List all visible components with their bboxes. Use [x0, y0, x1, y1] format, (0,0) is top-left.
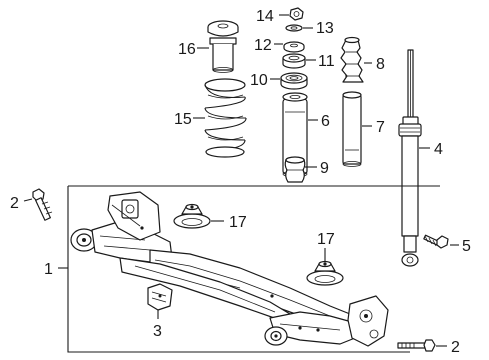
callout-1: 1 [44, 261, 53, 278]
part-2-bolt-right [397, 339, 436, 352]
part-13-washer [285, 24, 303, 32]
callout-4: 4 [434, 141, 443, 158]
callout-15: 15 [174, 111, 192, 128]
callout-6: 6 [321, 113, 330, 130]
callout-2b: 2 [451, 339, 460, 356]
part-16-spring-seat [207, 20, 239, 73]
part-8-bellows [340, 36, 364, 83]
part-3-bracket [147, 283, 173, 311]
callout-8: 8 [376, 56, 385, 73]
callout-2a: 2 [10, 195, 19, 212]
callout-9: 9 [320, 160, 329, 177]
part-7-dust-shield [342, 91, 362, 167]
part-4-shock-absorber [398, 49, 422, 267]
part-12-retainer [283, 41, 305, 53]
part-1-axle-assembly [70, 191, 389, 347]
part-15-coil-spring [204, 78, 247, 158]
callout-17b: 17 [317, 231, 335, 248]
callout-14: 14 [256, 8, 274, 25]
callout-3: 3 [153, 323, 162, 340]
part-14-nut [289, 7, 304, 21]
callout-11: 11 [318, 53, 335, 70]
callout-5: 5 [462, 238, 471, 255]
part-10-bearing [280, 72, 308, 90]
part-9-bump-stop [284, 156, 306, 183]
part-2-bolt-left [32, 188, 53, 221]
part-11-insulator [282, 53, 306, 69]
callout-16: 16 [178, 41, 196, 58]
part-17-spring-seat-right [306, 260, 344, 286]
callout-7: 7 [376, 119, 385, 136]
callout-12: 12 [254, 37, 272, 54]
part-1-bracket [67, 185, 440, 353]
leader-2a [23, 198, 33, 202]
part-17-spring-seat-left [173, 203, 211, 229]
callout-17a: 17 [229, 214, 247, 231]
part-5-bolt [423, 234, 449, 249]
callout-10: 10 [250, 72, 268, 89]
callout-13: 13 [316, 20, 334, 37]
